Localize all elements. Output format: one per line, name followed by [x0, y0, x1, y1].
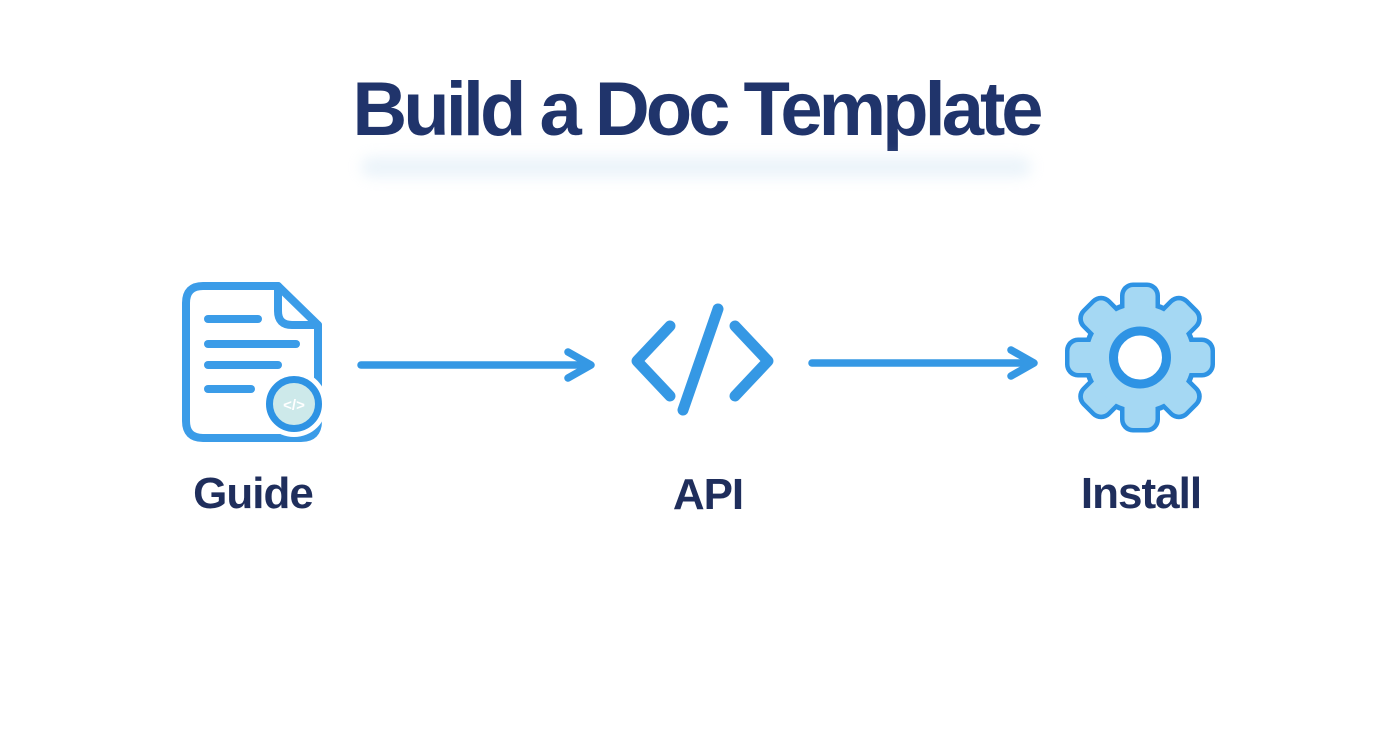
- arrow-right-icon: [808, 346, 1038, 380]
- arrow-right-icon: [357, 348, 595, 382]
- code-badge-icon: </>: [261, 371, 327, 437]
- title-reflection-artifact: [361, 157, 1031, 177]
- code-brackets-icon: [631, 303, 774, 416]
- step-label-install: Install: [1080, 469, 1202, 518]
- document-code-icon: </>: [182, 282, 327, 442]
- step-label-api: API: [672, 470, 744, 519]
- step-label-guide: Guide: [193, 469, 314, 518]
- page-title: Build a Doc Template: [352, 67, 1043, 152]
- code-badge-glyph: </>: [283, 397, 305, 414]
- gear-icon: [1065, 282, 1215, 433]
